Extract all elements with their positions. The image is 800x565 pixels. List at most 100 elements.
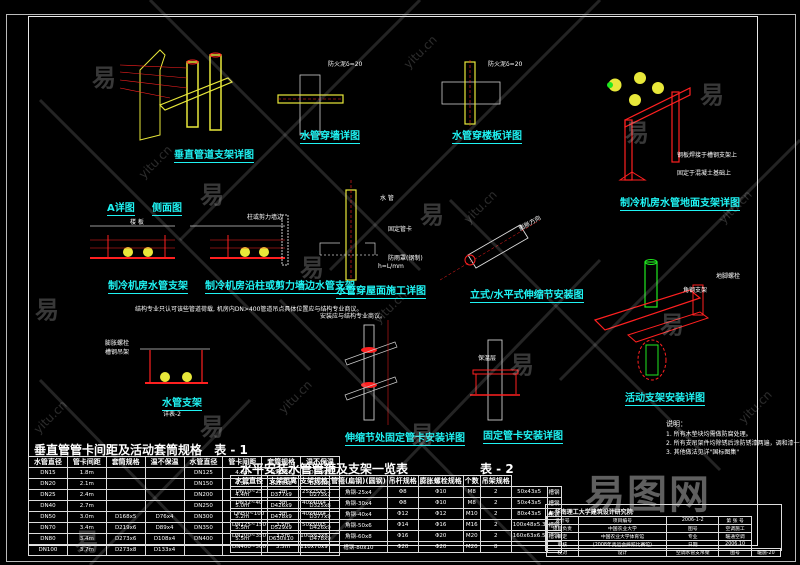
table1-cell: 2.7m <box>66 500 107 512</box>
table2-cell: 3m <box>266 508 299 520</box>
watermark-glyph: 易 <box>75 528 99 556</box>
table1-tag: 表 - 1 <box>214 443 248 457</box>
roof-penetration-drawing <box>319 180 380 285</box>
label-embedded-note: 钢板焊接于槽钢支架上 <box>677 152 738 159</box>
title-expansion-fixed: 伸缩节处固定管卡安装详图 <box>345 433 465 446</box>
watermark-glyph: 易 <box>700 81 724 109</box>
table1-cell: DN350 <box>183 522 224 534</box>
table1-cell: 2.1m <box>66 478 107 490</box>
table1-cell: 3.0m <box>66 511 107 523</box>
table1-cell: D89x4 <box>144 522 185 534</box>
table2-cell: 8 <box>479 541 512 553</box>
title-roof-penetration: 水管穿屋面施工详图 <box>336 286 426 299</box>
title-block-cell: 项目负责 <box>546 524 579 533</box>
table1-cell: DN40 <box>28 500 68 512</box>
title-block-cell: 专业 <box>666 532 720 541</box>
table2-cell: 槽钢 <box>546 486 562 498</box>
roof-note: 安装应与结构专业商议。 <box>320 313 387 320</box>
table1-cell: D273x6 <box>105 533 146 545</box>
title-block-row: 项目负责中国农业大学图号空调施工 <box>546 524 781 533</box>
notes-heading: 说明： <box>666 420 687 428</box>
title-fixed-clamp: 固定管卡安装详图 <box>483 431 563 444</box>
table1-cell: 1.8m <box>66 467 107 479</box>
table2-header-cell: 管箍(扁钢)(圆钢) <box>328 475 388 487</box>
table2-cell: DN50~100 <box>230 508 268 520</box>
title-expansion-joint: 立式/水平式伸缩节安装图 <box>470 290 584 303</box>
table2-cell: 3.5m <box>266 519 299 531</box>
table1-cell <box>105 500 146 512</box>
table2-cell: Φ20 <box>417 541 464 553</box>
table1-cell: D133x4 <box>144 544 185 556</box>
table1-cell: DN125 <box>183 467 224 479</box>
table1-h-dia-2: 水管直径 <box>183 456 224 468</box>
table1-cell: DN150 <box>183 478 224 490</box>
structure-note: 结构专业只认可该些管道荷载, 机房内DN>400管道吊点具体位置应与结构专业商议… <box>135 306 363 313</box>
table2-cell: 100x63x8 <box>297 530 330 542</box>
institute-name: ▲ 华南理工大学建筑设计研究院 <box>548 507 633 516</box>
label-h: h=L/mm <box>378 263 404 270</box>
institute-text: 华南理工大学建筑设计研究院 <box>554 509 633 516</box>
table2-cell: Φ12 <box>417 508 464 520</box>
table2-cell: 80x43x5 <box>510 508 548 520</box>
table1-cell: DN80 <box>28 533 68 545</box>
pipe-support-drawing <box>140 348 210 384</box>
table1-cell <box>183 544 224 556</box>
expansion-fixed-drawing <box>344 320 398 425</box>
table2-cell: 角钢-40x4 <box>328 508 388 520</box>
table1-cell: D76x4 <box>144 511 185 523</box>
table1-cell <box>105 478 146 490</box>
table2-cell: M20 <box>462 541 481 553</box>
title-block-cell: 中国农业大学体育馆 <box>577 532 668 541</box>
table1-cell <box>144 500 185 512</box>
table2-cell: 角钢-60x8 <box>328 530 388 542</box>
table2-tag: 表 - 2 <box>480 462 514 476</box>
table2-cell: M16 <box>462 519 481 531</box>
table2-cell: 2 <box>479 530 512 542</box>
table1-h-cold: 套筒规格 <box>105 456 146 468</box>
table1-cell: D219x6 <box>105 522 146 534</box>
watermark-glyph: 易 <box>510 351 534 379</box>
title-chiller-floor-support: 制冷机房水管地面支架详图 <box>620 198 740 211</box>
expansion-joint-drawing <box>439 219 541 281</box>
label-water-pipe: 水 管 <box>380 195 394 202</box>
table1-cell: DN25 <box>28 489 68 501</box>
title-block-cell: (2008年奥运会摔跤比赛馆) <box>577 540 668 549</box>
watermark-glyph: 易 <box>660 311 684 339</box>
table2-cell: 2 <box>479 497 512 509</box>
table2-cell: 50x50x5 <box>297 519 330 531</box>
title-block-cell: 暖通空调 <box>718 532 752 541</box>
table2-cell: M20 <box>462 530 481 542</box>
watermark-glyph: 易 <box>420 201 444 229</box>
table2-cell: Φ16 <box>417 519 464 531</box>
table2-cell: Φ20 <box>417 530 464 542</box>
table2-cell <box>510 541 548 553</box>
subtitle-pipe-support: 详表-2 <box>163 411 181 418</box>
label-concrete-note: 固定于混凝土基础上 <box>677 170 732 177</box>
watermark-glyph: 易 <box>300 254 324 282</box>
table2-cell: 3.5m <box>266 541 299 553</box>
sliding-support-drawing <box>593 259 710 381</box>
watermark-brand: 易图网 <box>585 472 711 518</box>
title-block-cell: 日期 <box>666 540 720 549</box>
table2-header-cell: 水管直径 <box>230 475 268 487</box>
title-block-cell: 中国农业大学 <box>577 524 668 533</box>
title-block-cell: 第 张 号 <box>718 516 752 525</box>
title-block-cell: 设计号 <box>546 516 579 525</box>
table2: 水管直径支架距离支架规格管箍(扁钢)(圆钢)吊杆规格膨胀螺栓规格个数吊架规格 D… <box>230 475 562 553</box>
wall-penetration-drawing <box>277 74 344 136</box>
label-fire-mud-2: 防火泥δ=20 <box>488 61 523 68</box>
table2-cell: 2 <box>479 519 512 531</box>
title-pipe-support: 水管支架 <box>162 398 202 411</box>
watermark-glyph: 易 <box>200 413 224 441</box>
table1-cell <box>144 478 185 490</box>
vertical-support-drawing <box>119 49 234 141</box>
note-item-3: 3. 其他做法见详"国标图集" <box>666 449 740 456</box>
table2-cell: 2 <box>479 508 512 520</box>
label-waterproof: 防雨罩(钢制) <box>388 255 423 262</box>
title-floor-penetration: 水管穿楼板详图 <box>452 131 522 144</box>
label-angle-steel: 角钢支架 <box>683 287 708 294</box>
label-insulation: 保温层 <box>478 355 497 362</box>
table1-cell: DN50 <box>28 511 68 523</box>
